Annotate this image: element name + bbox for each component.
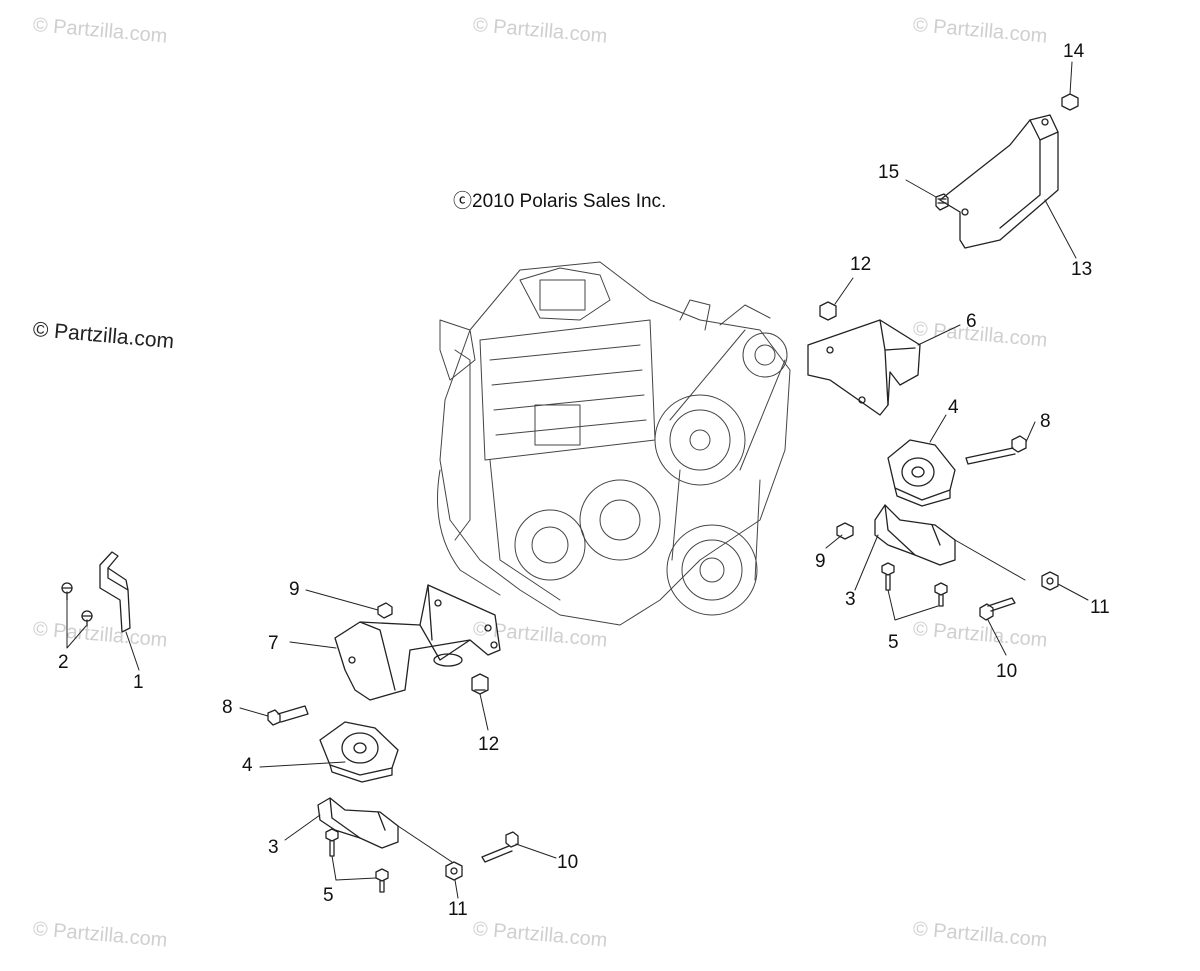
part-12-bolt-right: [819, 301, 837, 321]
callout-7: 7: [268, 633, 279, 654]
callout-4: 4: [242, 755, 253, 776]
callout-2: 2: [58, 652, 69, 673]
callout-5: 5: [323, 885, 334, 906]
part-9-nut-left: [377, 602, 393, 619]
callout-11: 11: [1090, 597, 1110, 618]
callout-15: 15: [878, 162, 900, 183]
part-4-isolator-right: [887, 439, 956, 507]
part-3-bracket-right: [874, 504, 956, 566]
part-3-bracket-left: [317, 797, 399, 849]
part-11-nut-left: [445, 861, 463, 881]
part-5-bolts-left: [325, 828, 389, 893]
part-10-bolt-right: [979, 597, 1016, 621]
callout-6: 6: [966, 311, 977, 332]
part-8-bolt-left: [267, 705, 309, 726]
part-2-screws: [61, 582, 93, 627]
callout-14: 14: [1063, 41, 1085, 62]
engine-illustration: [437, 261, 791, 626]
callout-3: 3: [268, 837, 279, 858]
copyright-notice: ⓒ2010 Polaris Sales Inc.: [453, 191, 667, 212]
part-6-bracket: [807, 319, 921, 416]
callout-8: 8: [1040, 411, 1051, 432]
part-14-screw: [1061, 93, 1079, 111]
part-10-bolt-left: [481, 831, 519, 863]
part-11-nut-right: [1041, 571, 1059, 591]
part-8-bolt-right: [965, 435, 1027, 465]
part-13-heat-shield: [939, 114, 1059, 249]
callout-12: 12: [478, 734, 500, 755]
part-15-screw: [935, 193, 949, 211]
callout-13: 13: [1071, 259, 1093, 280]
part-12-bolt-left: [471, 673, 489, 695]
callout-9: 9: [289, 579, 300, 600]
part-9-nut-right: [836, 522, 854, 540]
callout-11: 11: [448, 899, 468, 920]
callout-9: 9: [815, 551, 826, 572]
callout-8: 8: [222, 697, 233, 718]
callout-1: 1: [133, 672, 144, 693]
callout-5: 5: [888, 632, 899, 653]
callout-4: 4: [948, 397, 959, 418]
callout-3: 3: [845, 589, 856, 610]
part-5-bolts-right: [881, 562, 948, 607]
callout-10: 10: [996, 661, 1018, 682]
callout-10: 10: [557, 852, 579, 873]
leader-lines: [66, 61, 1089, 899]
part-4-isolator-left: [319, 721, 399, 783]
part-7-mount-bracket: [334, 584, 501, 701]
part-1-bracket: [99, 551, 131, 633]
callout-12: 12: [850, 254, 872, 275]
